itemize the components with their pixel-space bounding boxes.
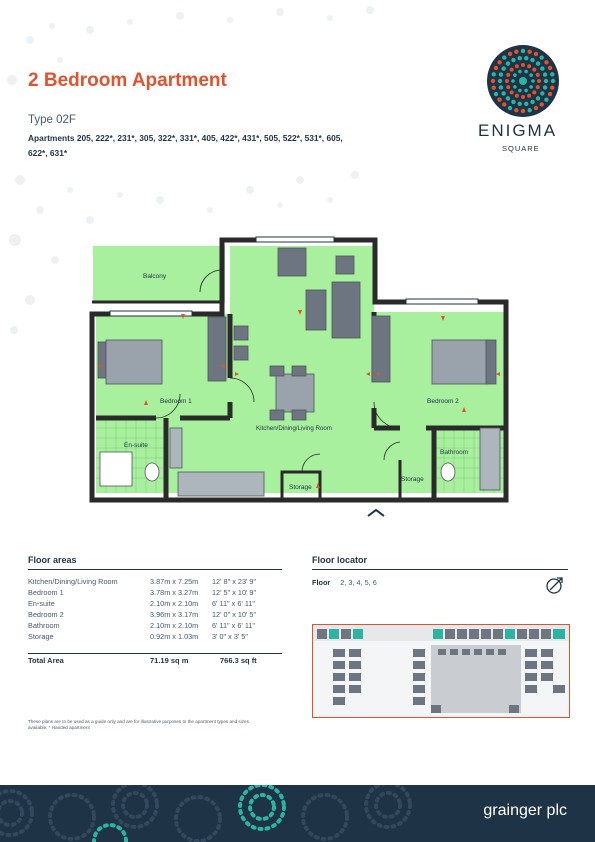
balcony-area xyxy=(93,246,225,303)
bed1-headboard xyxy=(97,341,107,379)
bed2 xyxy=(431,339,489,385)
total-imperial: 766.3 sq ft xyxy=(220,656,257,665)
area-room: En-suite xyxy=(28,599,55,608)
shower xyxy=(99,451,133,487)
area-imperial: 3' 0" x 3' 5" xyxy=(212,632,248,641)
floor-areas-table: Kitchen/Dining/Living Room 3.87m x 7.25m 1… xyxy=(28,576,282,642)
ensuite-label: En-suite xyxy=(124,442,148,449)
kitchen-label: Kitchen/Dining/Living Room xyxy=(256,425,332,432)
wardrobe1 xyxy=(207,316,227,382)
storage1-label: Storage xyxy=(289,484,312,491)
area-room: Bedroom 1 xyxy=(28,588,64,597)
storage2-label: Storage xyxy=(401,476,424,483)
bathroom-label: Bathroom xyxy=(440,449,468,456)
area-imperial: 6' 11" x 6' 11" xyxy=(212,621,255,630)
background-pattern xyxy=(7,6,374,334)
area-room: Bathroom xyxy=(28,621,60,630)
area-room: Kitchen/Dining/Living Room xyxy=(28,577,118,586)
wardrobe2 xyxy=(371,315,391,383)
bathtub xyxy=(479,427,501,491)
side-table xyxy=(335,255,355,275)
area-metric: 2.10m x 2.10m xyxy=(150,621,199,630)
area-metric: 3.96m x 3.17m xyxy=(150,610,199,619)
total-metric: 71.19 sq m xyxy=(150,656,189,665)
enigma-logo-icon xyxy=(487,45,559,117)
area-room: Storage xyxy=(28,632,54,641)
area-row: Kitchen/Dining/Living Room 3.87m x 7.25m 1… xyxy=(28,576,282,587)
area-imperial: 6' 11" x 6' 11" xyxy=(212,599,255,608)
divider xyxy=(28,653,282,654)
bedroom1-label: Bedroom 1 xyxy=(160,398,192,405)
kitchen-counter xyxy=(177,471,265,497)
entrance-icon xyxy=(367,508,385,517)
footer: grainger plc xyxy=(0,785,595,842)
area-row: En-suite 2.10m x 2.10m 6' 11" x 6' 11" xyxy=(28,598,282,609)
balcony-label: Balcony xyxy=(143,273,167,280)
floor-locator-heading: Floor locator xyxy=(312,555,368,565)
area-row: Bedroom 2 3.96m x 3.17m 12' 0" x 10' 5" xyxy=(28,609,282,620)
area-row: Bedroom 1 3.78m x 3.27m 12' 5" x 10' 9" xyxy=(28,587,282,598)
bedroom2-label: Bedroom 2 xyxy=(427,398,459,405)
floor-list: Floor 2, 3, 4, 5, 6 xyxy=(312,578,377,587)
divider xyxy=(312,569,568,570)
bed1 xyxy=(105,339,163,385)
dining-table xyxy=(275,373,315,413)
disclaimer: These plans are to be used as a guide on… xyxy=(28,719,249,730)
total-label: Total Area xyxy=(28,656,64,665)
divider xyxy=(28,569,282,570)
coffee-table xyxy=(305,289,327,331)
sofa xyxy=(331,281,361,339)
grainger-logo-text: grainger plc xyxy=(483,802,567,819)
brand-subtitle: SQUARE xyxy=(502,144,540,153)
floor-locator-map xyxy=(312,624,570,718)
area-metric: 2.10m x 2.10m xyxy=(150,599,199,608)
apartment-type: Type 02F xyxy=(28,114,76,126)
floor-label: Floor xyxy=(312,578,331,587)
area-metric: 3.87m x 7.25m xyxy=(150,577,199,586)
area-metric: 3.78m x 3.27m xyxy=(150,588,199,597)
area-imperial: 12' 8" x 23' 9" xyxy=(212,577,257,586)
compass-icon xyxy=(546,577,563,594)
area-metric: 0.92m x 1.03m xyxy=(150,632,199,641)
area-row: Bathroom 2.10m x 2.10m 6' 11" x 6' 11" xyxy=(28,620,282,631)
floor-values: 2, 3, 4, 5, 6 xyxy=(340,578,377,587)
brand-name: ENIGMA xyxy=(478,121,558,140)
bed2-headboard xyxy=(485,339,497,385)
armchair xyxy=(277,247,307,277)
page-title: 2 Bedroom Apartment xyxy=(28,70,227,91)
area-imperial: 12' 0" x 10' 5" xyxy=(212,610,257,619)
footer-pattern xyxy=(0,785,412,842)
floor-areas-heading: Floor areas xyxy=(28,555,77,565)
floor-plan: Balcony Bedroom 1 En-suite Kitchen/Dinin… xyxy=(89,236,509,517)
apartment-numbers: Apartments 205, 222*, 231*, 305, 322*, 3… xyxy=(28,133,343,158)
area-imperial: 12' 5" x 10' 9" xyxy=(212,588,257,597)
area-room: Bedroom 2 xyxy=(28,610,64,619)
area-row: Storage 0.92m x 1.03m 3' 0" x 3' 5" xyxy=(28,631,282,642)
